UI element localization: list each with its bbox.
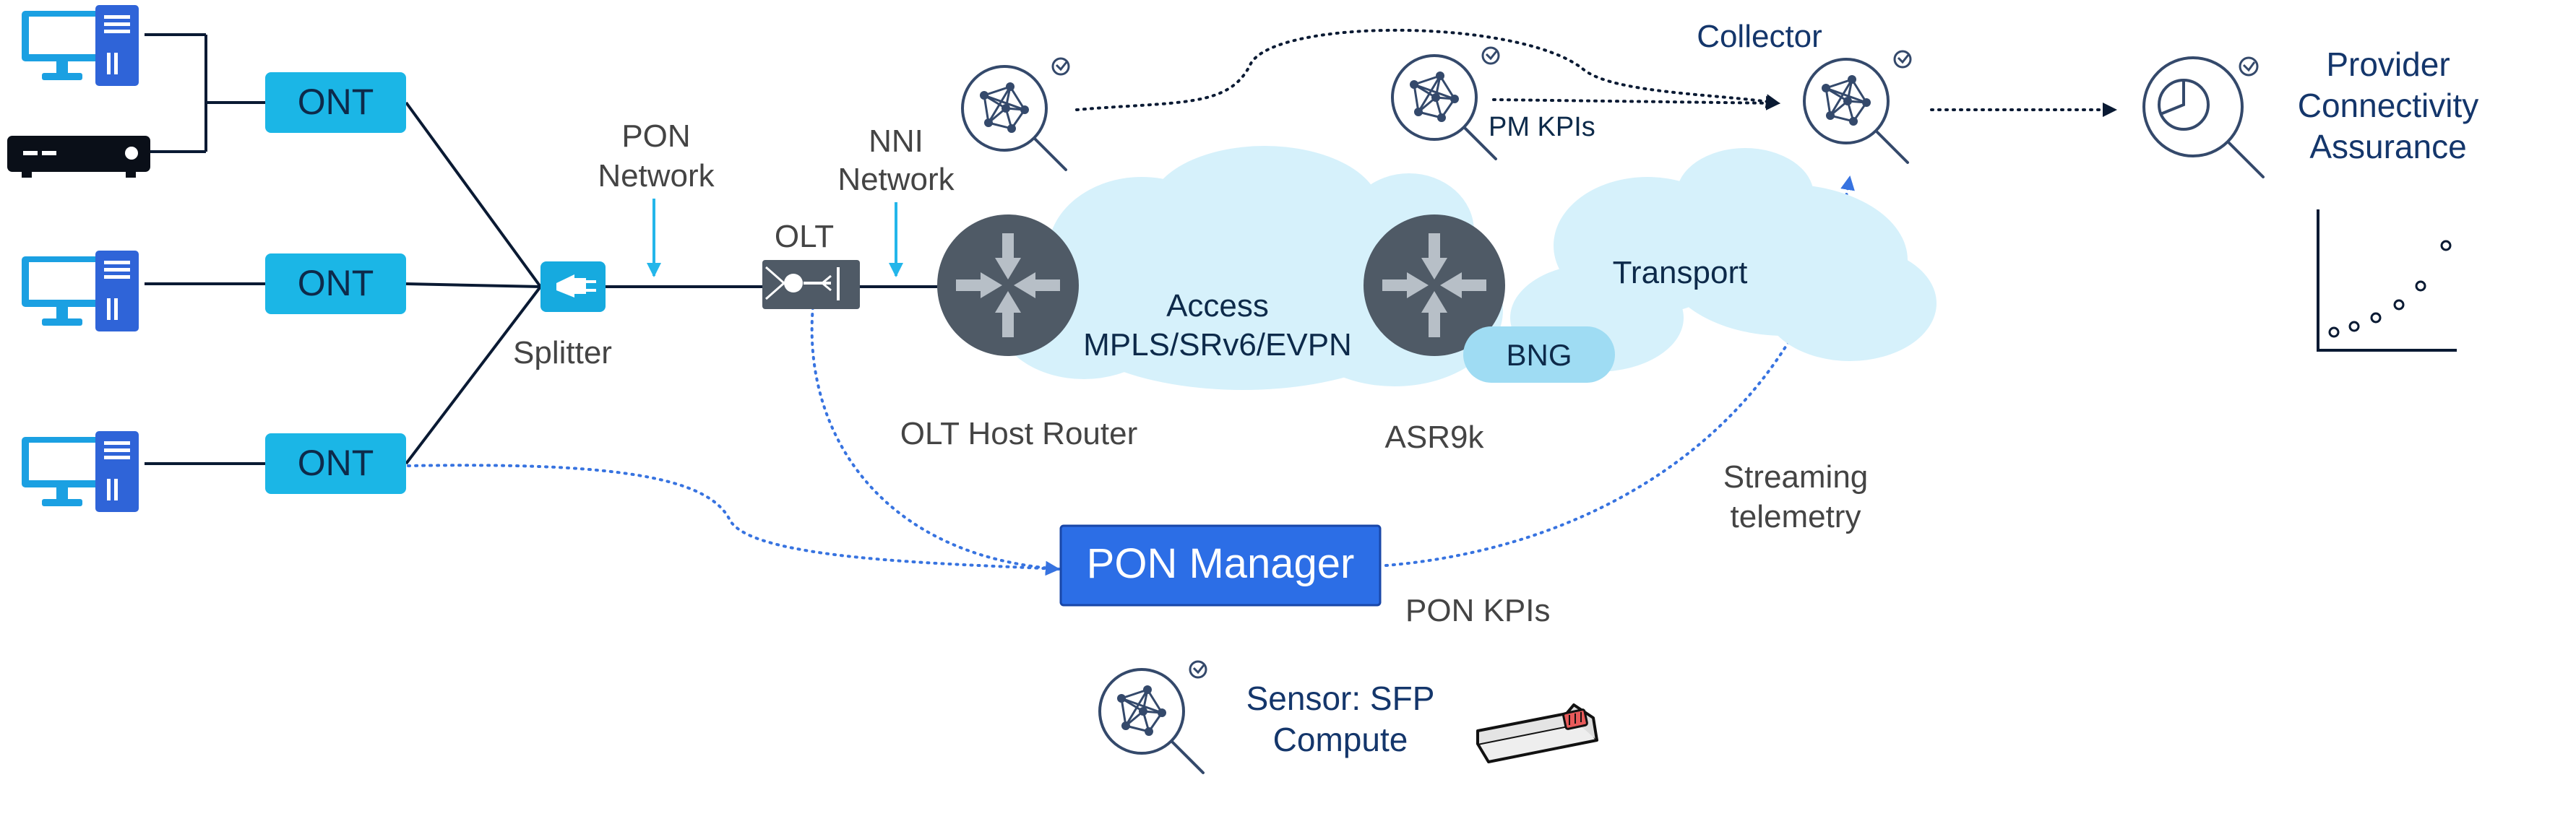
analytics-magnifier-icon[interactable] [2142, 56, 2265, 178]
router-icon[interactable] [937, 214, 1079, 356]
collector-icon[interactable] [1803, 50, 1912, 164]
desktop-computer-icon [22, 431, 139, 512]
asr9k-label: ASR9k [1385, 420, 1485, 455]
desktop-computer-icon [22, 5, 139, 86]
sfp-module-icon [1476, 703, 1598, 763]
pon-kpis-label: PON KPIs [1405, 593, 1551, 628]
access-links [145, 33, 937, 465]
collector-label: Collector [1697, 19, 1822, 54]
ont-label: ONT [298, 82, 374, 122]
desktop-computer-icon [22, 251, 139, 331]
olt-label: OLT [775, 219, 834, 254]
ont-label: ONT [298, 443, 374, 483]
sensor-label-line1: Sensor: SFP [1246, 680, 1435, 717]
scatter-trend-icon [2317, 209, 2457, 352]
ont-label: ONT [298, 263, 374, 303]
pm-kpis-label: PM KPIs [1489, 112, 1595, 142]
ont-box[interactable]: ONT [265, 72, 406, 133]
pon-network-label-line1: PON [621, 118, 690, 154]
collection-paths [1075, 28, 2117, 117]
nni-network-label-line2: Network [837, 162, 955, 197]
network-sensor-icon[interactable] [1391, 46, 1500, 160]
splitter-label: Splitter [513, 335, 612, 370]
nni-network-label-line1: NNI [869, 123, 923, 159]
bng-label: BNG [1506, 338, 1572, 372]
pon-network-label-line2: Network [598, 158, 715, 194]
streaming-telemetry-label-line2: telemetry [1731, 499, 1861, 534]
access-label-line1: Access [1166, 288, 1269, 324]
sfp-sensor-icon[interactable] [1098, 660, 1207, 774]
transport-label: Transport [1613, 255, 1748, 290]
olt-host-router-label: OLT Host Router [900, 416, 1138, 451]
pca-label-line1: Provider [2326, 45, 2450, 83]
pca-label-line3: Assurance [2309, 128, 2466, 165]
splitter-icon[interactable] [540, 261, 606, 312]
streaming-telemetry-label-line1: Streaming [1723, 459, 1869, 495]
sensor-label-line2: Compute [1273, 721, 1408, 758]
pon-manager-box[interactable]: PON Manager [1059, 524, 1382, 607]
pon-manager-label: PON Manager [1087, 540, 1355, 587]
ont-box[interactable]: ONT [265, 253, 406, 314]
ont-box[interactable]: ONT [265, 433, 406, 494]
set-top-box-icon [7, 136, 150, 178]
network-sensor-icon[interactable] [961, 57, 1070, 171]
olt-icon[interactable] [762, 260, 860, 309]
bng-pill[interactable]: BNG [1463, 326, 1615, 383]
telemetry-paths [407, 175, 1855, 576]
pca-label-line2: Connectivity [2298, 87, 2479, 124]
access-label-line2: MPLS/SRv6/EVPN [1083, 327, 1352, 363]
